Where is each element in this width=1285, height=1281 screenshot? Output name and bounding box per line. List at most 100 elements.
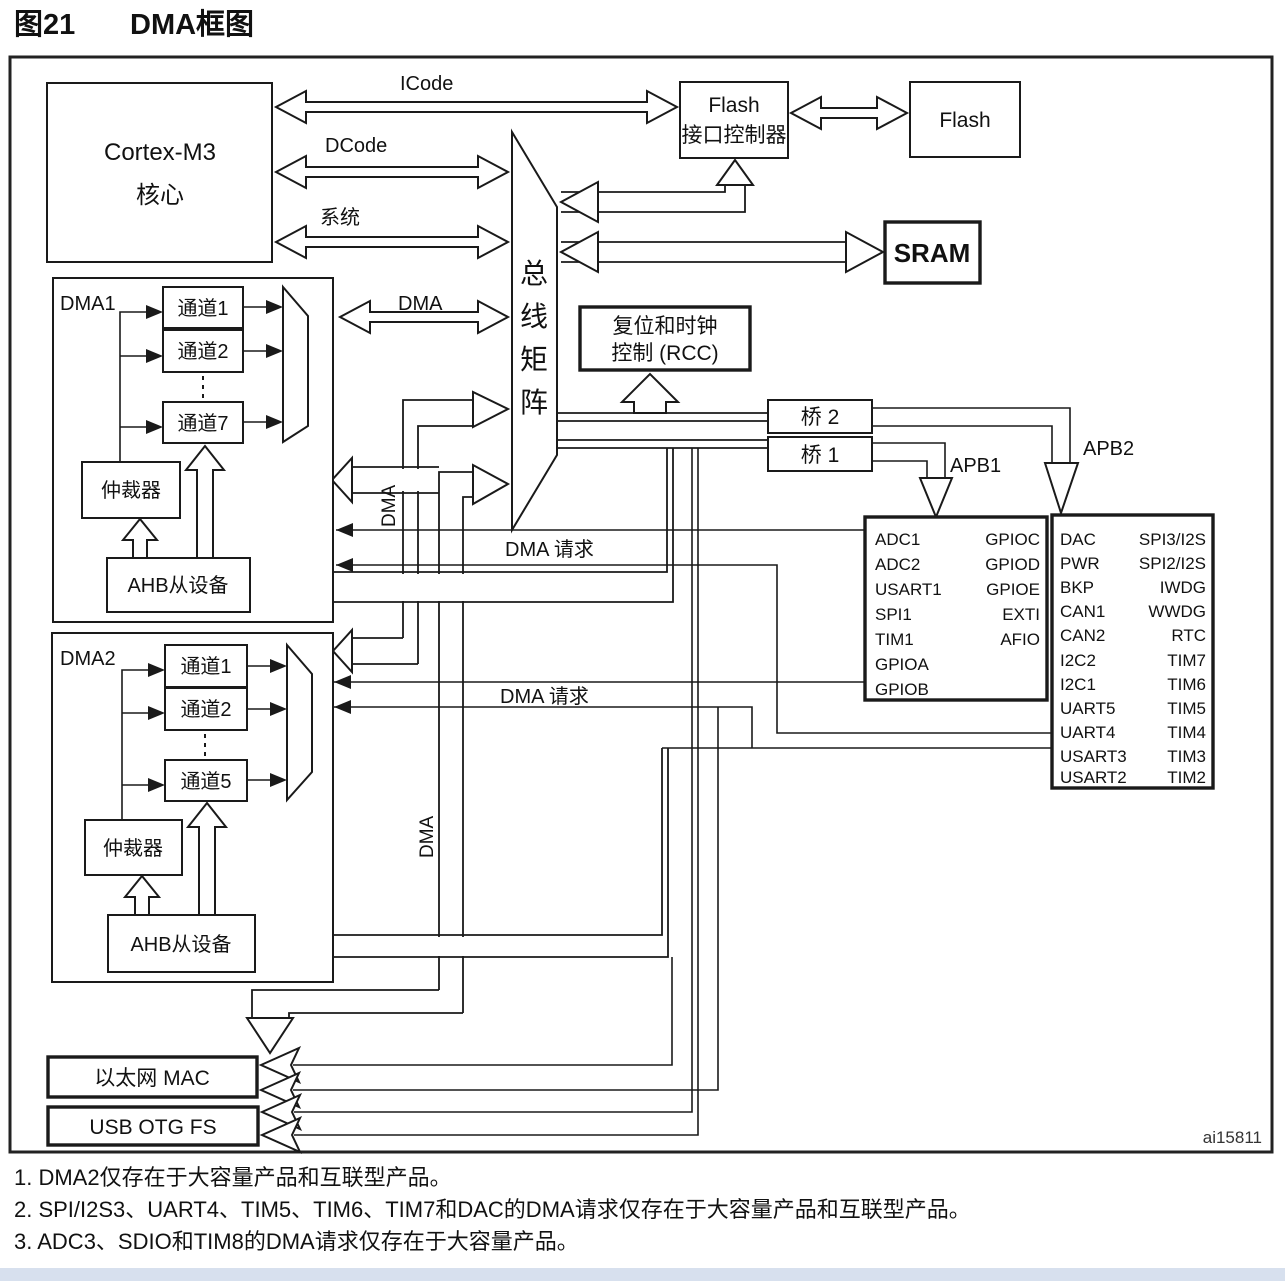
dcode-arrow — [273, 154, 511, 190]
rcc-label-2: 控制 (RCC) — [611, 342, 718, 365]
apb1-peripherals-box: ADC1 ADC2 USART1 SPI1 TIM1 GPIOA GPIOB G… — [863, 515, 1049, 702]
apb2-periph-rtc: RTC — [1171, 626, 1206, 645]
core-bus-arrows: ICode DCode 系统 DMA — [273, 73, 910, 335]
dma1-arbiter-block — [81, 461, 181, 519]
apb1-periph-afio: AFIO — [1000, 630, 1040, 649]
figure-number: 图21 — [14, 9, 75, 41]
apb2-periph-can2: CAN2 — [1060, 626, 1105, 645]
dma2-ahb-slave-label: AHB从设备 — [130, 933, 231, 956]
apb-arrows: APB2 APB1 — [872, 407, 1134, 520]
dma-bus-label: DMA — [398, 293, 443, 315]
arrowhead-into-rcc — [619, 372, 681, 414]
arrowhead-into-matrix-sram — [558, 230, 599, 274]
apb1-periph-adc1: ADC1 — [875, 530, 920, 549]
usb-otg-block — [46, 1105, 260, 1147]
apb2-periph-can1: CAN1 — [1060, 602, 1105, 621]
arrowhead-request-dma2-a — [334, 675, 351, 689]
arrowhead-into-sram — [845, 230, 886, 274]
apb1-periph-tim1: TIM1 — [875, 630, 914, 649]
dma-request-lines — [293, 448, 1052, 1136]
arrowhead-into-matrix-flash — [558, 180, 599, 224]
dma1-channel2-label: 通道2 — [177, 340, 228, 363]
apb1-periph-gpioe: GPIOE — [986, 580, 1040, 599]
apb2-periph-pwr: PWR — [1060, 554, 1100, 573]
dma2-channel5-label: 通道5 — [180, 770, 231, 793]
arrowhead-usb-2 — [259, 1115, 303, 1155]
figure-title: DMA框图 — [130, 8, 254, 41]
dma1-output-funnel — [282, 284, 309, 444]
sram-block — [883, 220, 982, 285]
arrowhead-into-busmatrix-1 — [472, 390, 511, 429]
arrowhead-apb1 — [918, 477, 954, 520]
dma2-controller: DMA2 通道1 通道2 通道5 仲裁器 AHB从设备 — [51, 632, 334, 983]
arrowhead-into-ethernet-mac-top — [245, 1017, 295, 1055]
arrowhead-into-flashif-bottom — [715, 158, 755, 186]
dma1-channel7-block — [162, 401, 244, 444]
apb1-periph-gpioa: GPIOA — [875, 655, 930, 674]
bridge2-label: 桥 2 — [801, 406, 840, 429]
cortex-label-2: 核心 — [136, 182, 184, 209]
cortex-label-1: Cortex-M3 — [104, 139, 216, 166]
arrowhead-request-dma2-b — [334, 700, 351, 714]
dma2-arbiter-label: 仲裁器 — [103, 837, 163, 860]
dma1-channel1-block — [162, 286, 244, 329]
ethernet-mac-block — [46, 1055, 259, 1099]
dma2-ahb-to-channel-arrow — [185, 801, 229, 916]
dma1-channel7-label: 通道7 — [177, 412, 228, 435]
apb1-label: APB1 — [950, 455, 1001, 477]
flashif-flash-arrow — [788, 95, 910, 131]
icode-label: ICode — [400, 73, 453, 95]
rcc-block — [578, 305, 752, 372]
apb1-periph-exti: EXTI — [1002, 605, 1040, 624]
apb2-periph-uart4: UART4 — [1060, 723, 1115, 742]
apb2-periph-usart2: USART2 — [1060, 768, 1127, 787]
bus-matrix-label-char1: 总 — [520, 258, 548, 289]
bus-matrix-shape — [511, 128, 558, 534]
apb2-periph-i2c2: I2C2 — [1060, 651, 1096, 670]
apb1-periph-adc2: ADC2 — [875, 555, 920, 574]
dma-bus-arrow — [337, 299, 511, 335]
footnote-3: 3. ADC3、SDIO和TIM8的DMA请求仅存在于大容量产品。 — [14, 1229, 579, 1254]
mac-usb-arrowheads — [258, 1045, 303, 1155]
apb2-periph-tim6: TIM6 — [1167, 675, 1206, 694]
dma-vertical-label-1: DMA — [379, 484, 400, 527]
icode-arrow — [273, 89, 680, 125]
dma2-label: DMA2 — [60, 648, 116, 670]
apb2-label: APB2 — [1083, 438, 1134, 460]
bridge2-block — [767, 399, 873, 434]
apb2-periph-tim3: TIM3 — [1167, 747, 1206, 766]
system-arrow — [273, 224, 511, 260]
rcc-label-1: 复位和时钟 — [613, 315, 718, 338]
apb2-periph-iwdg: IWDG — [1160, 578, 1206, 597]
arrowhead-mac-1 — [258, 1045, 302, 1085]
dma-request-label-1: DMA 请求 — [505, 538, 594, 561]
dcode-label: DCode — [325, 135, 387, 157]
flash-interface-block — [679, 81, 789, 159]
arrowhead-into-dma2-funnel — [331, 627, 353, 675]
bus-matrix-label-char4: 阵 — [520, 387, 548, 418]
footnote-1: 1. DMA2仅存在于大容量产品和互联型产品。 — [14, 1165, 452, 1190]
apb2-periph-tim5: TIM5 — [1167, 699, 1206, 718]
apb2-periph-i2c1: I2C1 — [1060, 675, 1096, 694]
footnote-2: 2. SPI/I2S3、UART4、TIM5、TIM6、TIM7和DAC的DMA… — [14, 1197, 971, 1222]
flash-if-label-1: Flash — [708, 94, 759, 117]
apb1-periph-gpiod: GPIOD — [985, 555, 1040, 574]
bus-matrix-label-char2: 线 — [520, 301, 548, 332]
dma2-channel1-label: 通道1 — [180, 655, 231, 678]
dma2-arbiter-block — [84, 819, 183, 876]
dma2-channel5-block — [164, 759, 248, 802]
dma1-controller: DMA1 通道1 通道2 通道7 仲裁器 AHB从设备 — [52, 277, 334, 623]
dma1-ahb-to-arbiter-arrow — [120, 517, 160, 559]
dma1-arbiter-label: 仲裁器 — [101, 479, 161, 502]
bridge1-block — [767, 436, 873, 472]
apb2-periph-bkp: BKP — [1060, 578, 1094, 597]
bridge1-label: 桥 1 — [801, 444, 840, 467]
arrowhead-apb2 — [1043, 462, 1080, 517]
arrowhead-into-busmatrix-2 — [472, 463, 511, 506]
ethernet-mac-label: 以太网 MAC — [94, 1067, 210, 1090]
dma2-output-funnel — [286, 642, 313, 803]
dma-request-label-2: DMA 请求 — [500, 685, 589, 708]
dma1-ahb-to-channel-arrow — [183, 444, 227, 559]
dma2-ahb-to-arbiter-arrow — [122, 874, 162, 916]
